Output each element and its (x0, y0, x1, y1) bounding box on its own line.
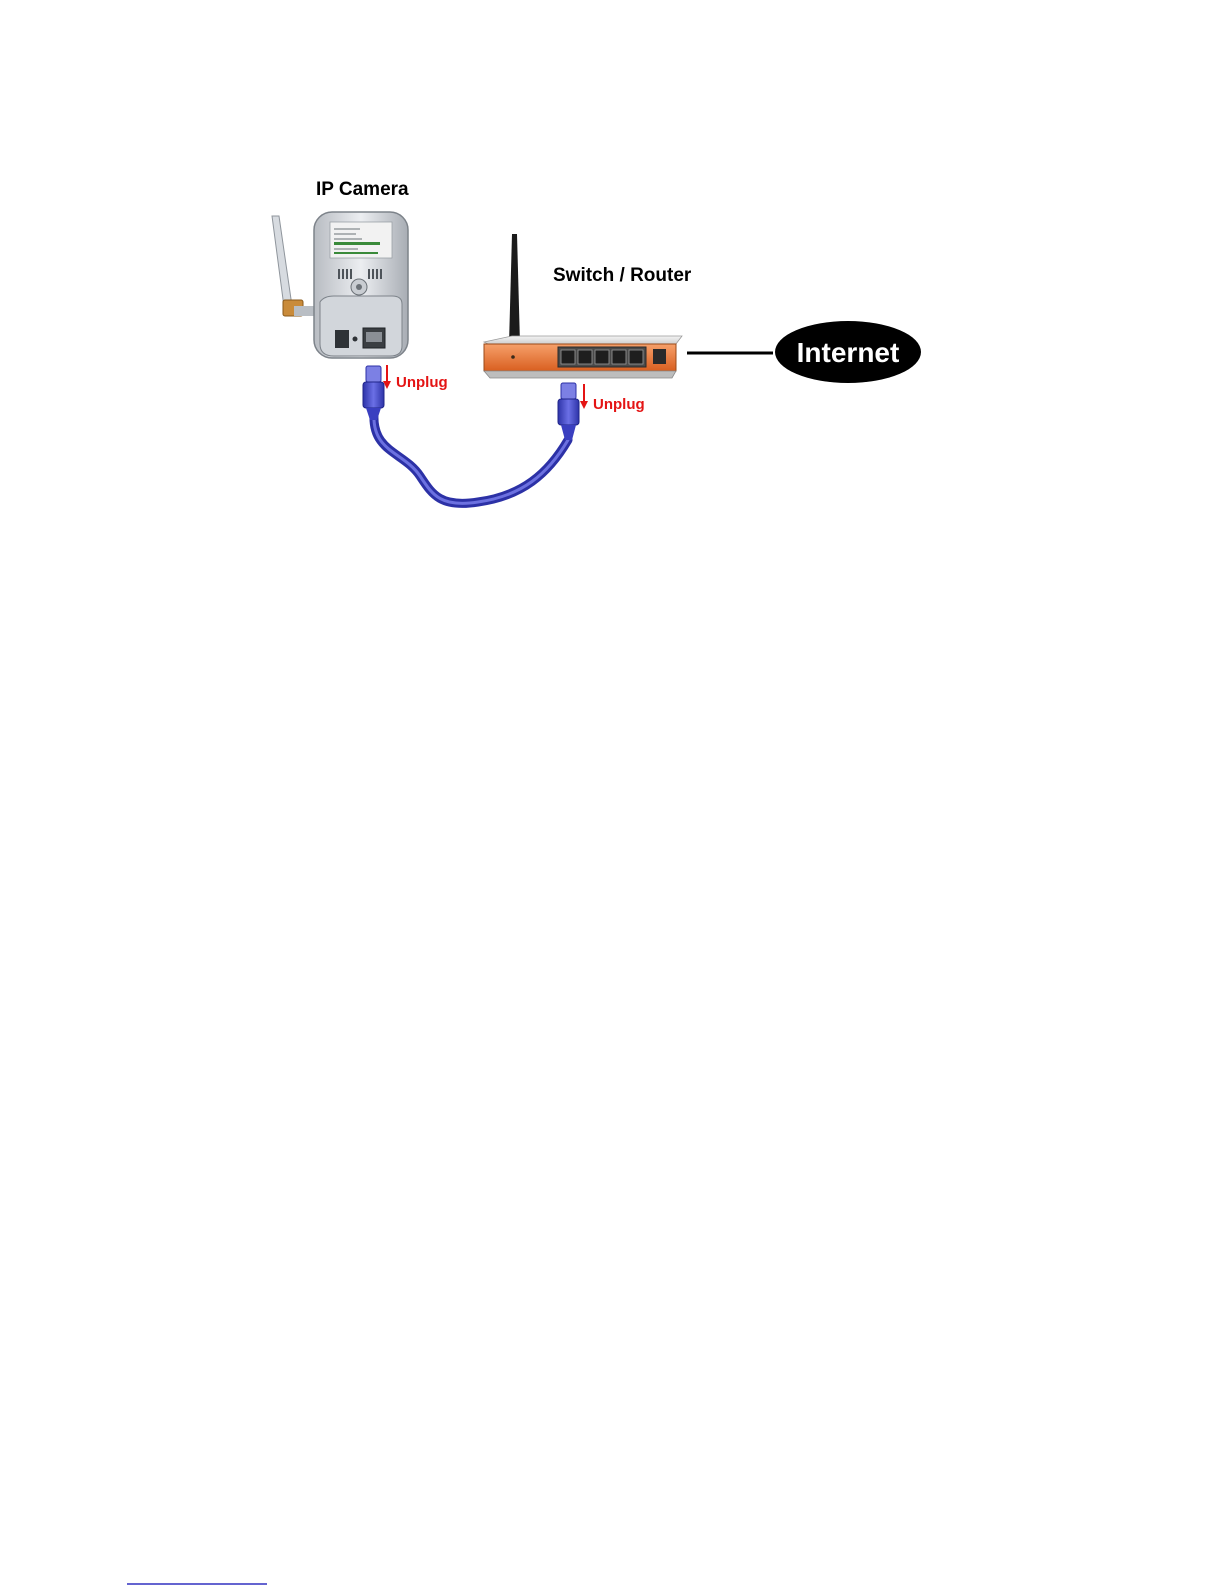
camera-antenna-icon (272, 216, 316, 316)
internet-label: Internet (797, 337, 900, 368)
ip-camera (272, 212, 408, 358)
camera-rj45-plug-icon (363, 366, 384, 420)
router-label: Switch / Router (553, 265, 692, 286)
router-rj45-plug-icon (558, 383, 579, 440)
unplug-camera-label: Unplug (396, 374, 448, 391)
unplug-router-label: Unplug (593, 396, 645, 413)
unplug-arrow-router-icon (580, 384, 588, 409)
switch-router (484, 234, 682, 378)
router-antenna-icon (509, 234, 520, 344)
camera-label: IP Camera (316, 179, 409, 200)
